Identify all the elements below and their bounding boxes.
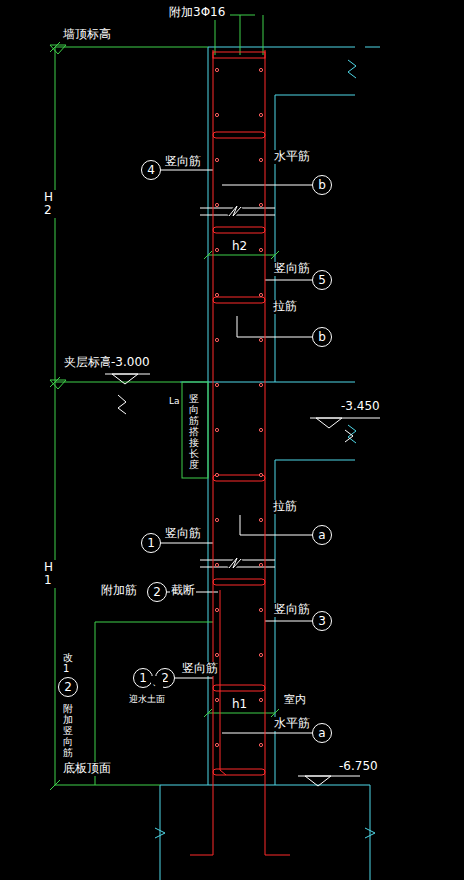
tie-bar [213, 579, 265, 585]
callout-number: 2 [64, 681, 72, 693]
callout-number: a [318, 529, 325, 541]
rebar-dot [215, 473, 218, 476]
drawing-label: h1 [231, 698, 248, 712]
tie-bar [213, 132, 265, 138]
callout-number: 1 [139, 672, 147, 684]
drawing-label: h2 [231, 240, 248, 254]
drawing-label: La [168, 396, 181, 406]
rebar-dot [259, 563, 262, 566]
drawing-label: -3.000 [110, 356, 151, 370]
drawing-label: 室内 [283, 694, 307, 707]
rebar-dot [259, 248, 262, 251]
callout-circle: 1 [133, 668, 153, 688]
rebar-dot [215, 293, 218, 296]
rebar-dot [215, 653, 218, 656]
callout-circle: 1 [141, 533, 161, 553]
callout-circle: b [312, 327, 332, 347]
rebar-dot [259, 473, 262, 476]
tie-bar [213, 475, 265, 481]
drawing-label: 水平筋 [273, 717, 311, 731]
rebar-dot [259, 338, 262, 341]
drawing-label: 竖向筋 [273, 262, 311, 276]
rebar-dot [259, 428, 262, 431]
rebar-dot [259, 518, 262, 521]
drawing-label: 夹层标高 [63, 356, 113, 370]
callout-number: 2 [153, 586, 161, 598]
callout-number: 5 [318, 274, 326, 286]
drawing-label: 拉筋 [272, 500, 298, 514]
callout-number: 4 [147, 164, 155, 176]
rebar-dot [259, 383, 262, 386]
callout-number: a [318, 727, 325, 739]
drawing-label: 竖向筋 [164, 527, 202, 541]
tie-bar [213, 685, 265, 691]
drawing-label: 竖向筋 [273, 603, 311, 617]
drawing-label: 竖向筋搭接长度 [189, 392, 199, 471]
drawing-label: 附加3Φ16 [168, 6, 226, 20]
callout-circle: 4 [141, 160, 161, 180]
callout-circle: 2 [147, 582, 167, 602]
drawing-label: 迎水土面 [128, 694, 166, 704]
drawing-label: -3.450 [340, 400, 381, 414]
drawing-label: 竖向筋 [181, 662, 219, 676]
rebar-dot [215, 338, 218, 341]
drawing-label: 底板顶面 [62, 762, 112, 776]
drawing-label: 附加竖向筋 [63, 702, 73, 759]
rebar-dot [215, 743, 218, 746]
rebar-dot [215, 563, 218, 566]
drawing-label: 改1 [63, 651, 73, 675]
rebar-dot [215, 383, 218, 386]
rebar-dot [259, 293, 262, 296]
callout-circle: b [312, 175, 332, 195]
tie-bar [213, 297, 265, 303]
rebar-dot [215, 113, 218, 116]
rebar-dot [215, 518, 218, 521]
rebar-dot [259, 698, 262, 701]
rebar-dot [259, 158, 262, 161]
rebar-dot [259, 113, 262, 116]
drawing-label: 墙顶标高 [62, 28, 112, 42]
drawing-label: H1 [44, 560, 56, 588]
drawing-label: 、 [151, 676, 163, 688]
callout-circle: 3 [312, 611, 332, 631]
callout-circle: a [312, 723, 332, 743]
drawing-label: 拉筋 [272, 300, 298, 314]
rebar-dot [215, 203, 218, 206]
drawing-label: H2 [44, 190, 56, 218]
rebar-dot [215, 698, 218, 701]
drawing-label: 竖向筋 [164, 155, 202, 169]
drawing-label: 截断 [170, 584, 196, 598]
rebar-dot [215, 428, 218, 431]
callout-circle: a [312, 525, 332, 545]
rebar-dot [259, 203, 262, 206]
rebar-dot [259, 653, 262, 656]
rebar-dot [215, 158, 218, 161]
rebar-dot [215, 608, 218, 611]
rebar-dot [215, 248, 218, 251]
callout-number: 1 [147, 537, 155, 549]
callout-circle: 5 [312, 270, 332, 290]
tie-bar [213, 227, 265, 233]
tie-bar [213, 769, 265, 775]
drawing-label: 水平筋 [273, 150, 311, 164]
rebar-dot [259, 743, 262, 746]
rebar-dot [215, 68, 218, 71]
callout-number: b [318, 179, 326, 191]
drawing-label: 附加筋 [100, 584, 138, 598]
rebar-dot [259, 68, 262, 71]
callout-number: b [318, 331, 326, 343]
drawing-label: -6.750 [338, 760, 379, 774]
callout-circle: 2 [58, 677, 78, 697]
callout-number: 3 [318, 615, 326, 627]
rebar-dot [259, 608, 262, 611]
